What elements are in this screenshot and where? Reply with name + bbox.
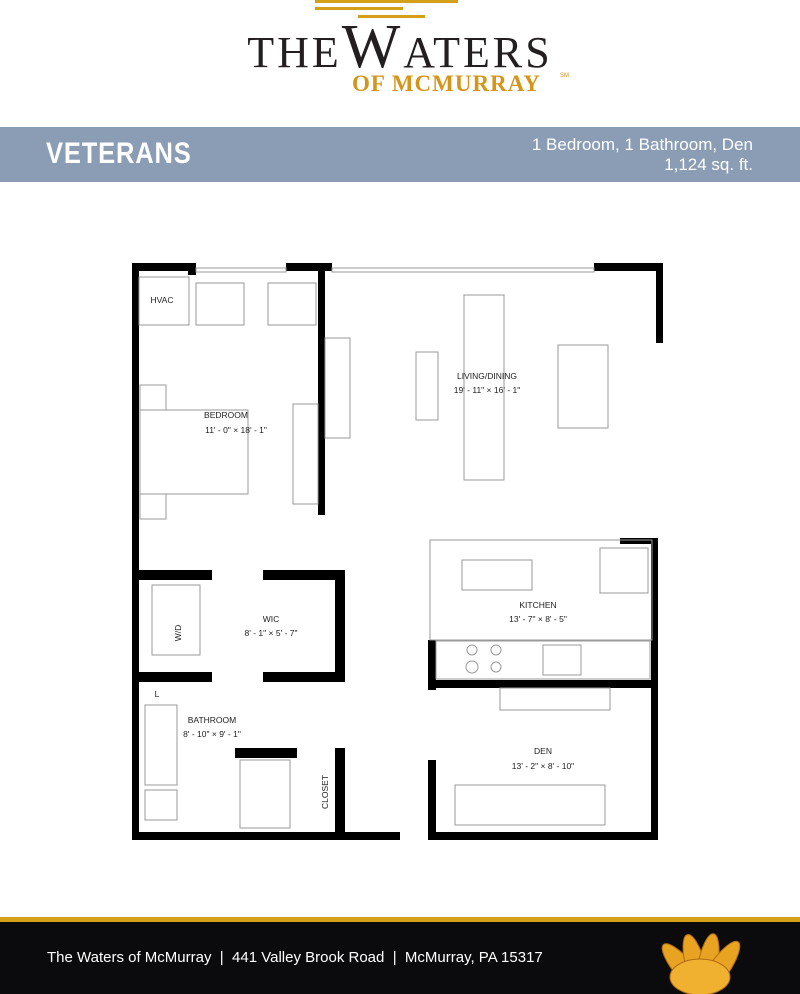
closet-label: CLOSET (320, 775, 330, 809)
logo-wordmark: THEWATERS (247, 13, 553, 81)
logo-line (358, 15, 425, 18)
logo-subtitle: OF MCMURRAY (352, 71, 541, 96)
footer-divider (0, 917, 800, 922)
bedroom-dims: 11' - 0" × 18' - 1" (205, 425, 267, 435)
walls (132, 263, 663, 840)
logo: THEWATERS OF MCMURRAY SM (0, 0, 800, 120)
wic-label: WIC (263, 614, 280, 624)
kitchen-dims: 13' - 7" × 8' - 5" (509, 614, 567, 624)
plan-header: VETERANS 1 Bedroom, 1 Bathroom, Den 1,12… (0, 127, 800, 182)
logo-line (315, 0, 458, 3)
kitchen-label: KITCHEN (519, 600, 556, 610)
logo-line (315, 7, 403, 10)
den-label: DEN (534, 746, 552, 756)
plan-area: 1,124 sq. ft. (664, 155, 753, 174)
footer-address: The Waters of McMurray | 441 Valley Broo… (47, 949, 543, 966)
hvac-label: HVAC (151, 295, 174, 305)
bathroom-dims: 8' - 10" × 9' - 1" (183, 729, 241, 739)
linen-label: L (155, 689, 160, 699)
wd-label: W/D (173, 625, 183, 642)
living-dims: 19' - 11" × 16' - 1" (454, 385, 521, 395)
furniture (138, 267, 653, 829)
living-label: LIVING/DINING (457, 371, 517, 381)
bedroom-label: BEDROOM (204, 410, 248, 420)
bathroom-label: BATHROOM (188, 715, 236, 725)
footer: The Waters of McMurray | 441 Valley Broo… (0, 922, 800, 994)
wic-dims: 8' - 1" × 5' - 7" (245, 628, 298, 638)
flower-image (661, 933, 741, 994)
plan-info: 1 Bedroom, 1 Bathroom, Den 1,124 sq. ft. (532, 135, 753, 175)
plan-layout: 1 Bedroom, 1 Bathroom, Den (531, 135, 753, 154)
service-mark: SM (560, 73, 569, 79)
den-dims: 13' - 2" × 8' - 10" (512, 761, 574, 771)
plan-name: VETERANS (46, 137, 192, 170)
